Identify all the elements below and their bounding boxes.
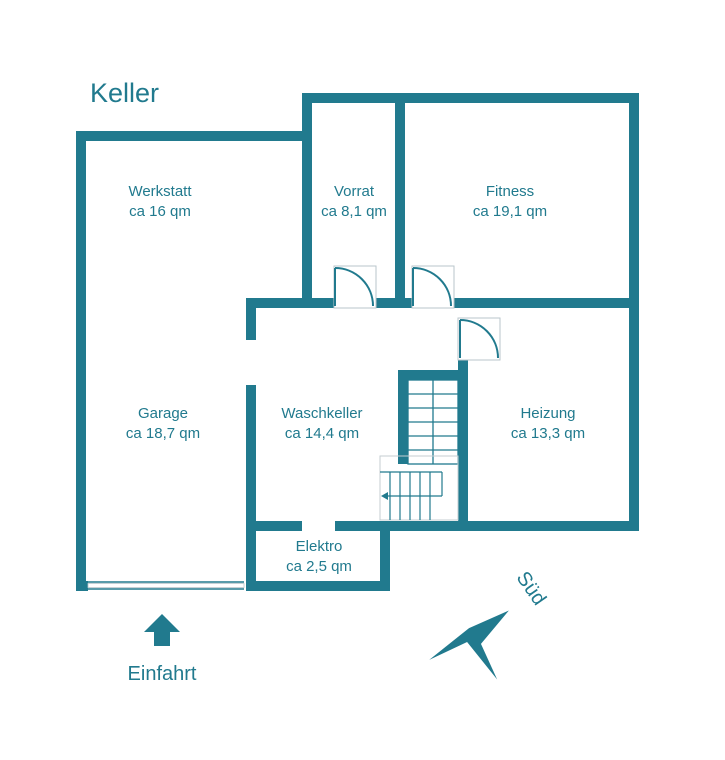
entrance-arrow-icon [144, 614, 180, 646]
wall-heizung-south [458, 521, 639, 531]
room-werkstatt: Werkstatt ca 16 qm [128, 183, 192, 220]
wall-garage-west [76, 131, 86, 591]
wall-elektro-north [246, 521, 302, 531]
wall-waschkeller-north-2 [376, 298, 412, 308]
room-area: ca 18,7 qm [126, 425, 200, 442]
room-area: ca 2,5 qm [286, 558, 352, 575]
wall-heizung-west [458, 360, 468, 531]
room-area: ca 13,3 qm [511, 425, 585, 442]
room-garage: Garage ca 18,7 qm [126, 405, 200, 442]
walls [76, 93, 639, 591]
room-name: Waschkeller [281, 405, 362, 422]
wall-waschkeller-north-1 [246, 298, 334, 308]
wall-garage-south-west [76, 581, 88, 591]
wall-elektro-east [380, 521, 390, 591]
room-area: ca 8,1 qm [321, 203, 387, 220]
room-area: ca 14,4 qm [285, 425, 359, 442]
room-name: Heizung [520, 405, 575, 422]
garage-door [87, 581, 245, 590]
door-heizung [457, 317, 501, 361]
wall-east [629, 93, 639, 531]
room-name: Werkstatt [128, 183, 192, 200]
room-area: ca 19,1 qm [473, 203, 547, 220]
wall-upper-north [302, 93, 639, 103]
room-name: Elektro [296, 538, 343, 555]
staircase [379, 379, 459, 521]
wall-werkstatt-north [76, 131, 306, 141]
room-vorrat: Vorrat ca 8,1 qm [321, 183, 387, 220]
wall-stair-north [398, 370, 468, 380]
room-heizung: Heizung ca 13,3 qm [511, 405, 585, 442]
room-area: ca 16 qm [129, 203, 191, 220]
wall-garage-inner-upper [246, 298, 256, 340]
door-fitness [411, 265, 455, 309]
room-elektro: Elektro ca 2,5 qm [286, 538, 352, 575]
room-waschkeller: Waschkeller ca 14,4 qm [281, 405, 362, 442]
entrance-label: Einfahrt [128, 663, 197, 685]
door-vorrat [333, 265, 377, 309]
wall-elektro-south [246, 581, 390, 591]
wall-garage-inner-lower [246, 385, 256, 591]
floor-title: Keller [90, 78, 159, 108]
wall-waschkeller-south [335, 521, 468, 531]
wall-werkstatt-vorrat [302, 93, 312, 303]
wall-heizung-north [454, 298, 639, 308]
wall-stair-west [398, 370, 408, 464]
room-name: Garage [138, 405, 188, 422]
room-name: Vorrat [334, 183, 375, 200]
compass-label: Süd [512, 568, 550, 610]
wall-vorrat-fitness [395, 93, 405, 303]
room-fitness: Fitness ca 19,1 qm [473, 183, 547, 220]
compass-star-icon [429, 592, 509, 680]
room-name: Fitness [486, 183, 534, 200]
